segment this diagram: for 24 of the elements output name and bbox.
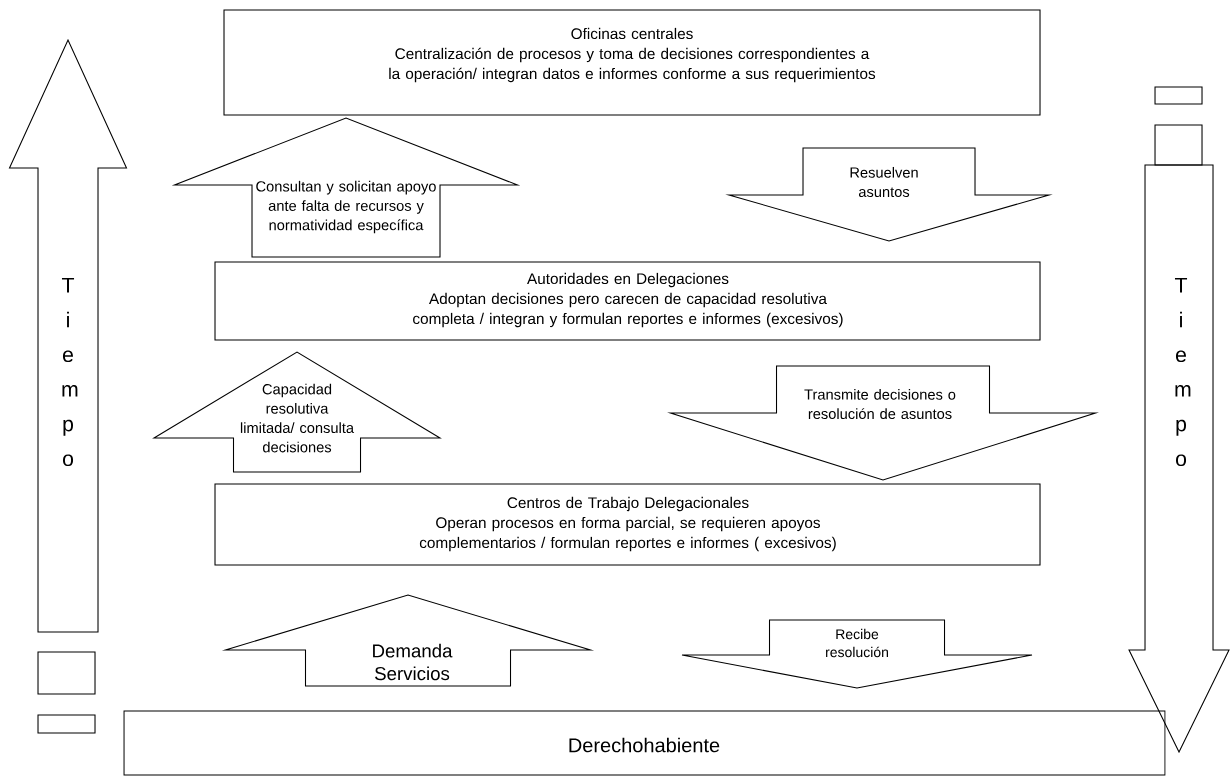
- time-arrow: [8, 38, 128, 633]
- small-box: [37, 651, 96, 695]
- process-box: Derechohabiente: [123, 710, 1166, 776]
- process-box: Autoridades en Delegaciones Adoptan decisiones pero carecen de capacidad resolutiva completa / integran y formulan reportes e informes (excesivos): [214, 261, 1041, 341]
- edge-label: Transmite decisiones o resolución de asuntos: [804, 388, 956, 420]
- edge-label: Capacidad resolutiva limitada/ consulta decisiones: [240, 383, 355, 453]
- block-arrow: [171, 117, 521, 258]
- edge-label: Consultan y solicitan apoyo ante falta de recursos y normatividad específica: [256, 180, 436, 234]
- small-box: [37, 714, 96, 734]
- edge-label: T i e m p o: [61, 277, 78, 467]
- block-arrow: [152, 351, 442, 473]
- edge-label: Demanda Servicios: [373, 643, 453, 681]
- block-arrow: [681, 619, 1033, 689]
- time-arrow: [1128, 164, 1230, 754]
- edge-label: T i e m p o: [1175, 277, 1191, 467]
- block-arrow: [667, 365, 1099, 481]
- edge-label: Recibe resolución: [826, 628, 888, 658]
- process-box: Centros de Trabajo Delegacionales Operan procesos en forma parcial, se requieren apoyos complementarios / formulan reportes e informes ( excesivos): [214, 483, 1041, 566]
- process-box: Oficinas centrales Centralización de procesos y toma de decisiones correspondientes a la operación/ integran datos e informes conforme a sus requerimientos: [223, 9, 1041, 116]
- block-arrow: [221, 594, 595, 687]
- edge-label: Resuelven asuntos: [850, 166, 918, 198]
- block-arrow: [725, 147, 1053, 242]
- small-box: [1154, 124, 1203, 166]
- small-box: [1154, 86, 1203, 105]
